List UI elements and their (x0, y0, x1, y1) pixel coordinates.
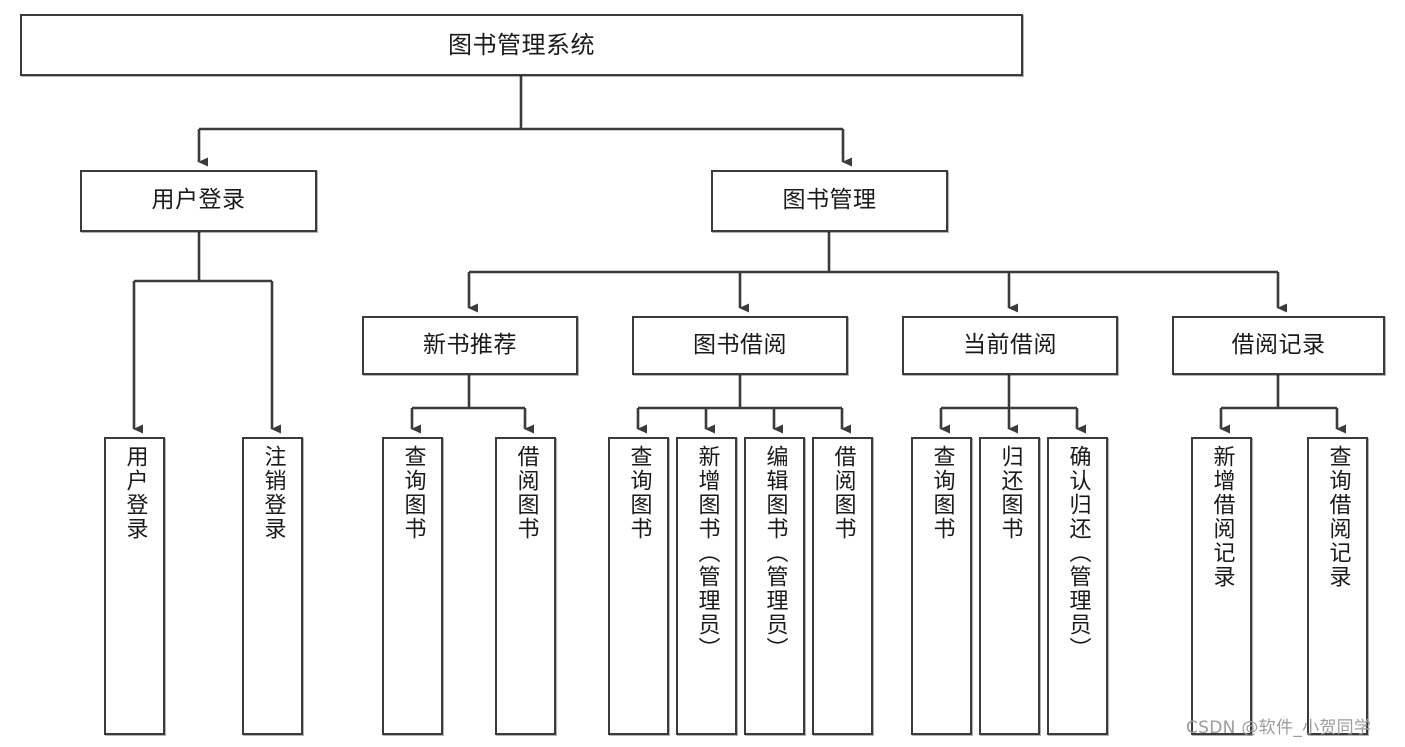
node-current-borrow[interactable]: 当前借阅 (902, 316, 1118, 375)
node-leaf-query-book-3-label: 查询图书 (929, 445, 955, 541)
node-leaf-edit-book[interactable]: 编辑图书（管理员） (744, 437, 805, 735)
node-current-borrow-label: 当前借阅 (963, 331, 1057, 358)
node-leaf-confirm-return[interactable]: 确认归还（管理员） (1047, 437, 1108, 735)
node-leaf-add-book-label: 新增图书（管理员） (694, 445, 720, 661)
node-leaf-add-book[interactable]: 新增图书（管理员） (676, 437, 737, 735)
node-borrow-record[interactable]: 借阅记录 (1172, 316, 1385, 375)
node-leaf-query-book-1-label: 查询图书 (400, 445, 426, 541)
node-leaf-borrow-book-2-label: 借阅图书 (830, 445, 856, 541)
node-leaf-confirm-return-label: 确认归还（管理员） (1065, 445, 1091, 661)
node-book-manage[interactable]: 图书管理 (711, 170, 948, 232)
node-leaf-query-book-2-label: 查询图书 (626, 445, 652, 541)
node-leaf-query-record[interactable]: 查询借阅记录 (1307, 437, 1368, 735)
node-leaf-borrow-book-2[interactable]: 借阅图书 (812, 437, 873, 735)
node-root-label: 图书管理系统 (448, 30, 595, 59)
node-leaf-user-login[interactable]: 用户登录 (104, 437, 165, 735)
node-new-book-recommend-label: 新书推荐 (423, 331, 517, 358)
node-leaf-query-record-label: 查询借阅记录 (1325, 445, 1351, 589)
node-leaf-borrow-book-1[interactable]: 借阅图书 (495, 437, 556, 735)
node-book-borrow-label: 图书借阅 (693, 331, 787, 358)
node-book-borrow[interactable]: 图书借阅 (632, 316, 848, 375)
node-leaf-add-record-label: 新增借阅记录 (1209, 445, 1235, 589)
node-leaf-logout-login[interactable]: 注销登录 (242, 437, 303, 735)
node-leaf-query-book-3[interactable]: 查询图书 (911, 437, 972, 735)
node-book-manage-label: 图书管理 (782, 187, 877, 214)
node-leaf-logout-login-label: 注销登录 (260, 445, 286, 541)
node-new-book-recommend[interactable]: 新书推荐 (362, 316, 578, 375)
node-borrow-record-label: 借阅记录 (1231, 331, 1326, 358)
node-leaf-return-book[interactable]: 归还图书 (979, 437, 1040, 735)
node-leaf-return-book-label: 归还图书 (997, 445, 1023, 541)
node-leaf-add-record[interactable]: 新增借阅记录 (1191, 437, 1252, 735)
node-leaf-user-login-label: 用户登录 (122, 445, 148, 541)
node-leaf-edit-book-label: 编辑图书（管理员） (762, 445, 788, 661)
node-leaf-query-book-1[interactable]: 查询图书 (382, 437, 443, 735)
csdn-watermark: CSDN @软件_小贺同学 (1186, 718, 1372, 738)
node-user-login[interactable]: 用户登录 (80, 170, 317, 232)
node-root-system[interactable]: 图书管理系统 (20, 14, 1023, 76)
node-leaf-borrow-book-1-label: 借阅图书 (513, 445, 539, 541)
node-leaf-query-book-2[interactable]: 查询图书 (608, 437, 669, 735)
node-user-login-label: 用户登录 (151, 187, 246, 214)
